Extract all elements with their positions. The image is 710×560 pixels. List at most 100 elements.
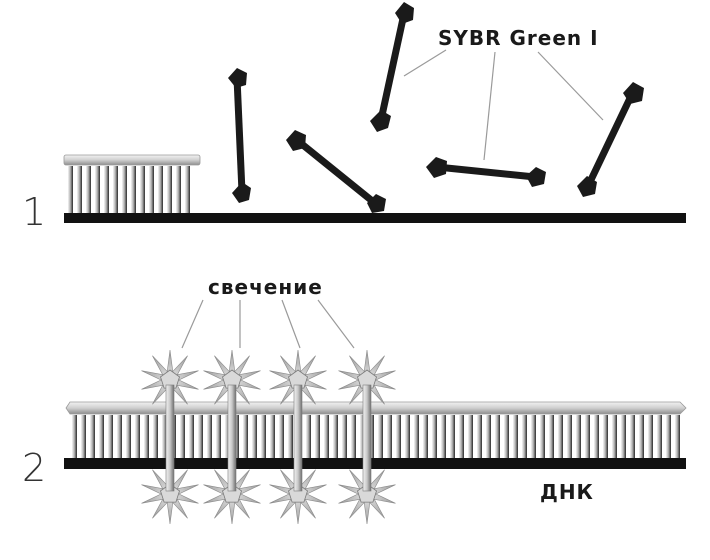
glowing-dye-molecules: [141, 349, 396, 525]
base-pair: [342, 415, 347, 458]
base-pair: [288, 415, 293, 458]
base-pair: [252, 415, 257, 458]
base-pair: [477, 415, 482, 458]
complementary-strand-1: [63, 154, 201, 166]
base-pair: [585, 415, 590, 458]
base-pair: [603, 415, 608, 458]
base-pair: [126, 415, 131, 458]
base-pair: [441, 415, 446, 458]
base-pair: [216, 415, 221, 458]
panel-2: [64, 299, 687, 525]
base-pair: [243, 415, 248, 458]
base-pair: [558, 415, 563, 458]
base-pair: [594, 415, 599, 458]
base-pair: [270, 415, 275, 458]
base-pair: [315, 415, 320, 458]
base-pair: [396, 415, 401, 458]
base-pair: [104, 166, 109, 213]
base-pair: [666, 415, 671, 458]
base-pair: [279, 415, 284, 458]
base-pair: [486, 415, 491, 458]
base-pair: [495, 415, 500, 458]
base-pair: [135, 415, 140, 458]
glow-label: свечение: [208, 275, 323, 299]
dna-strand-1: [64, 213, 686, 223]
base-pair: [176, 166, 181, 213]
base-pair: [225, 415, 230, 458]
base-pair: [180, 415, 185, 458]
base-pair: [113, 166, 118, 213]
dye-head: [222, 483, 242, 503]
base-pair: [68, 166, 73, 213]
base-pair: [360, 415, 365, 458]
base-pair: [167, 166, 172, 213]
base-pair: [549, 415, 554, 458]
base-pair: [149, 166, 154, 213]
base-pair: [531, 415, 536, 458]
base-pair: [86, 166, 91, 213]
dye-head: [160, 483, 180, 503]
complementary-strand-2: [65, 401, 687, 415]
base-pair: [198, 415, 203, 458]
dye-linker: [227, 384, 237, 492]
base-pair: [432, 415, 437, 458]
base-pair: [261, 415, 266, 458]
base-pair: [189, 415, 194, 458]
base-pair: [153, 415, 158, 458]
base-pair: [117, 415, 122, 458]
base-pair: [95, 166, 100, 213]
dna-label: ДНК: [540, 480, 594, 504]
base-pair: [207, 415, 212, 458]
base-pair: [567, 415, 572, 458]
base-pair: [576, 415, 581, 458]
base-pair: [234, 415, 239, 458]
base-pair: [324, 415, 329, 458]
sybr-molecule: [286, 130, 386, 213]
base-pair: [306, 415, 311, 458]
base-pair: [522, 415, 527, 458]
base-pair: [630, 415, 635, 458]
glowing-dye-molecule: [269, 349, 327, 525]
glow-leader-lines: [181, 299, 355, 349]
dye-linker: [362, 384, 372, 492]
dye-linker: [293, 384, 303, 492]
glowing-dye-molecule: [203, 349, 261, 525]
base-pair: [333, 415, 338, 458]
base-pair: [185, 166, 190, 213]
glowing-dye-molecule: [338, 349, 396, 525]
base-pair: [158, 166, 163, 213]
base-pair: [675, 415, 680, 458]
base-pair: [351, 415, 356, 458]
base-pair: [504, 415, 509, 458]
sybr-molecules: [228, 2, 644, 213]
base-pair: [468, 415, 473, 458]
sybr-molecule: [426, 157, 546, 187]
base-pair: [513, 415, 518, 458]
base-pair: [140, 166, 145, 213]
base-pair: [81, 415, 86, 458]
panel-1: [63, 2, 686, 223]
base-pair: [369, 415, 374, 458]
glowing-dye-molecule: [141, 349, 199, 525]
base-pair: [387, 415, 392, 458]
base-pair: [648, 415, 653, 458]
base-pair: [90, 415, 95, 458]
base-pair: [77, 166, 82, 213]
base-pairs-1: [68, 166, 190, 213]
base-pair: [122, 166, 127, 213]
panel-number-1: 1: [22, 190, 47, 234]
sybr-molecule: [228, 68, 251, 203]
dye-label: SYBR Green I: [438, 26, 599, 50]
base-pair: [108, 415, 113, 458]
base-pair: [378, 415, 383, 458]
base-pair: [450, 415, 455, 458]
base-pair: [162, 415, 167, 458]
base-pair: [459, 415, 464, 458]
dye-head: [288, 483, 308, 503]
base-pair: [657, 415, 662, 458]
base-pair: [612, 415, 617, 458]
dye-head: [357, 483, 377, 503]
base-pairs-2: [72, 415, 680, 458]
